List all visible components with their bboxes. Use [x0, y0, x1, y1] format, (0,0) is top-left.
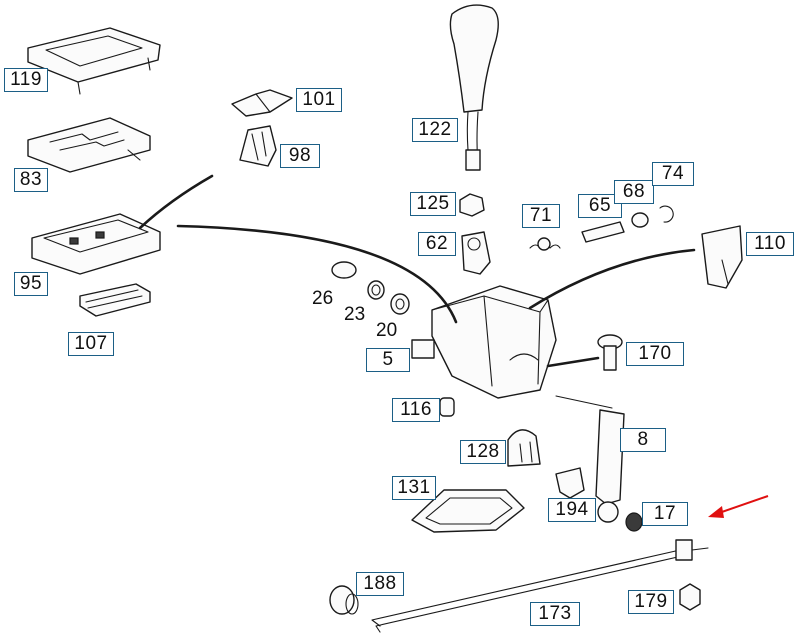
callout-125: 125	[410, 192, 456, 216]
callout-62: 62	[418, 232, 456, 256]
part-122-shift-knob	[449, 4, 499, 171]
part-110-switch	[701, 225, 743, 289]
part-98-bulb-holder	[239, 125, 277, 167]
part-179-nut	[679, 583, 701, 611]
callout-68: 68	[614, 180, 654, 204]
label-23: 23	[344, 304, 366, 325]
callout-8: 8	[620, 428, 666, 452]
part-188-bushing	[329, 585, 359, 615]
part-8-lever	[555, 395, 625, 523]
part-131-gasket	[411, 489, 525, 533]
callout-170: 170	[626, 342, 684, 366]
callout-95: 95	[14, 272, 48, 296]
part-71-spring	[529, 237, 561, 251]
part-173-rod	[371, 539, 709, 633]
part-107-seal	[79, 283, 151, 317]
part-119-bezel	[27, 27, 161, 95]
leader-line	[138, 174, 214, 230]
part-125-nut	[459, 193, 485, 217]
leader-line	[546, 356, 600, 368]
callout-131: 131	[392, 476, 436, 500]
part-116-bulb	[439, 397, 455, 417]
callout-71: 71	[522, 204, 560, 228]
part-74-circlip	[659, 205, 674, 223]
callout-116: 116	[392, 398, 440, 422]
callout-5: 5	[366, 348, 410, 372]
part-65-pin	[581, 221, 625, 243]
part-95-tray	[31, 213, 161, 275]
callout-65: 65	[578, 194, 622, 218]
callout-110: 110	[746, 232, 794, 256]
callout-173: 173	[530, 602, 580, 626]
part-62-clip	[461, 231, 491, 275]
leader-line	[176, 224, 458, 324]
callout-98: 98	[280, 144, 320, 168]
callout-119: 119	[4, 68, 48, 92]
part-101-cap	[231, 89, 293, 117]
part-68-bushing	[631, 212, 649, 228]
callout-83: 83	[14, 168, 48, 192]
part-23-ring	[367, 280, 385, 300]
part-170-bolt	[597, 334, 623, 371]
part-20-ring	[390, 293, 410, 315]
callout-128: 128	[460, 440, 506, 464]
leader-line	[528, 248, 696, 310]
part-17-bushing	[625, 512, 643, 532]
callout-188: 188	[356, 572, 404, 596]
part-83-gate-plate	[27, 117, 151, 173]
callout-74: 74	[652, 162, 694, 186]
part-128-grommet	[507, 429, 541, 467]
callout-194: 194	[548, 498, 596, 522]
part-26-clip	[331, 261, 357, 279]
part-194-clip	[555, 467, 585, 499]
callout-179: 179	[628, 590, 674, 614]
part-5-shifter-housing	[411, 285, 557, 399]
red-arrow-icon	[708, 495, 769, 518]
callout-122: 122	[412, 118, 458, 142]
callout-107: 107	[68, 332, 114, 356]
callout-101: 101	[296, 88, 342, 112]
label-20: 20	[376, 320, 398, 341]
callout-17: 17	[642, 502, 688, 526]
label-26: 26	[312, 288, 334, 309]
